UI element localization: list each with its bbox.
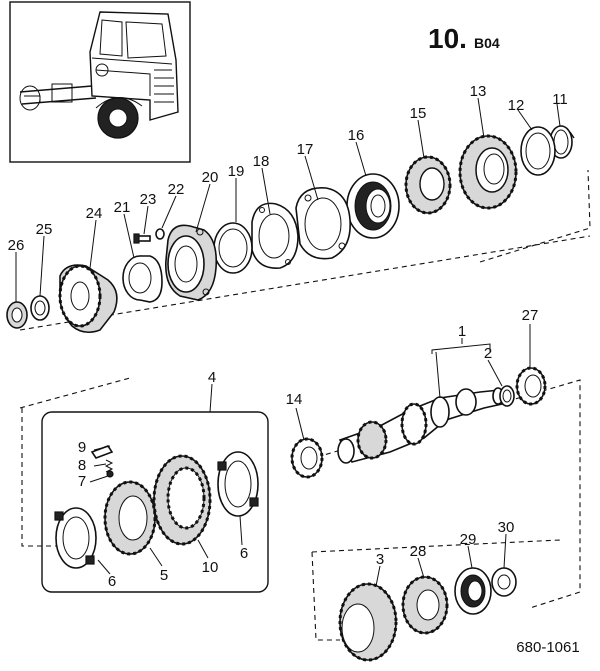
bearing-16 — [346, 173, 400, 239]
callout-1: 1 — [458, 323, 466, 340]
bearing-29 — [454, 567, 492, 615]
needle-bearing-27 — [515, 366, 547, 406]
callout-15: 15 — [410, 105, 427, 122]
sliding-sleeve-10 — [152, 454, 212, 546]
drawing-number: 680-1061 — [516, 639, 579, 656]
callout-10: 10 — [202, 559, 219, 576]
callout-24: 24 — [86, 205, 103, 222]
callout-13: 13 — [470, 83, 487, 100]
callout-26: 26 — [8, 237, 25, 254]
screw-23 — [133, 233, 151, 244]
main-shaft-1 — [337, 387, 504, 464]
synchro-ring-6-left — [54, 507, 97, 569]
callout-20: 20 — [202, 169, 219, 186]
callout-14: 14 — [286, 391, 303, 408]
callout-2: 2 — [484, 345, 492, 362]
callout-5: 5 — [160, 567, 168, 584]
spring-8 — [104, 459, 114, 473]
callout-17: 17 — [297, 141, 314, 158]
section-header: 10. B04 — [428, 23, 500, 54]
callout-9: 9 — [78, 439, 86, 456]
needle-bearing-14 — [290, 437, 324, 479]
bearing-cover-20 — [164, 224, 218, 301]
truck-inset — [9, 1, 191, 163]
gasket-18 — [251, 202, 299, 269]
callout-3: 3 — [376, 551, 384, 568]
callout-4: 4 — [208, 369, 216, 386]
gear-3 — [338, 582, 398, 662]
section-code: B04 — [474, 35, 500, 51]
callout-21: 21 — [114, 199, 131, 216]
gasket-17 — [295, 187, 351, 260]
callout-23: 23 — [140, 191, 157, 208]
seal-ring-19 — [213, 222, 253, 274]
callout-22: 22 — [168, 181, 185, 198]
nut-26 — [6, 301, 28, 329]
callout-11: 11 — [552, 91, 568, 108]
callout-12: 12 — [508, 97, 525, 114]
callout-30: 30 — [498, 519, 515, 536]
callout-19: 19 — [228, 163, 245, 180]
callout-29: 29 — [460, 531, 477, 548]
synchronizer-assembly-4 — [41, 411, 269, 593]
callout-labels: 11 12 13 15 16 17 18 19 20 22 23 21 24 2… — [8, 83, 568, 590]
washer-22 — [155, 228, 165, 240]
callout-7: 7 — [78, 473, 86, 490]
callout-27: 27 — [522, 307, 539, 324]
callout-25: 25 — [36, 221, 53, 238]
ring-12 — [520, 126, 556, 176]
sleeve-21 — [122, 255, 163, 303]
gear-13 — [458, 134, 518, 210]
callout-18: 18 — [253, 153, 270, 170]
callout-28: 28 — [410, 543, 427, 560]
ring-2 — [499, 385, 515, 407]
nut-30 — [491, 567, 517, 597]
synchro-ring-6-right — [217, 451, 259, 517]
leader-lines — [15, 97, 561, 587]
detent-ball-7 — [106, 470, 114, 478]
flange-24 — [58, 264, 118, 334]
gear-15 — [404, 155, 452, 215]
section-number: 10. — [428, 23, 467, 54]
washer-25 — [30, 295, 50, 321]
callout-6-right: 6 — [240, 545, 248, 562]
callout-8: 8 — [78, 457, 86, 474]
callout-16: 16 — [348, 127, 365, 144]
gear-28 — [401, 575, 449, 635]
synchro-hub-5 — [103, 480, 157, 556]
callout-6-left: 6 — [108, 573, 116, 590]
